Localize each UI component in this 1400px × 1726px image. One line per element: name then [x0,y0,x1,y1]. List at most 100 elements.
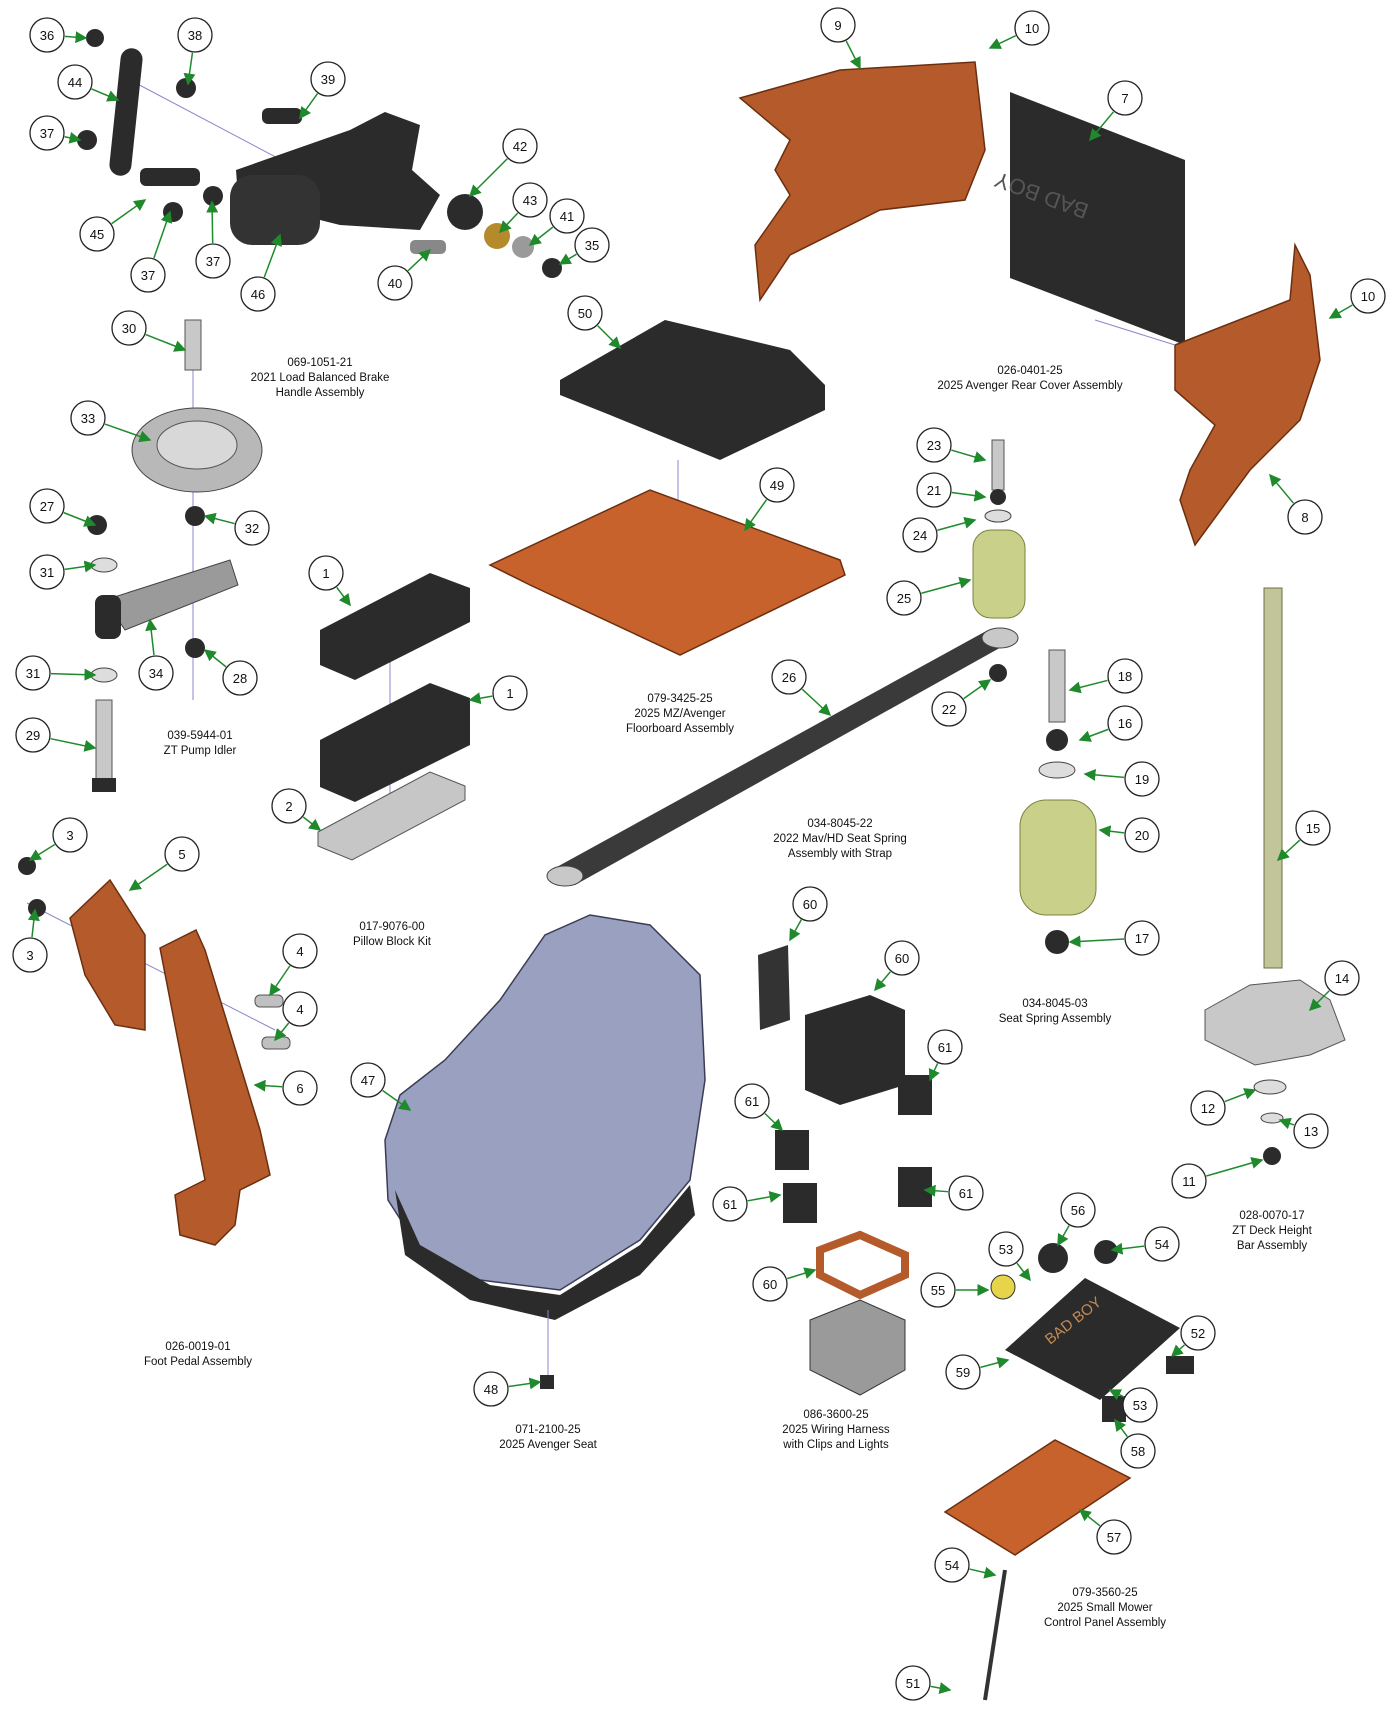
callout-number: 37 [206,254,220,269]
callout-bubble: 31 [29,554,97,590]
callout-bubble: 61 [712,1186,782,1222]
callout-leader [1206,1157,1264,1177]
callout-leader [302,816,322,831]
callout-leader [1068,935,1125,948]
callout-bubble: 13 [1278,1113,1329,1149]
callout-circle [29,488,65,524]
callout-number: 31 [40,565,54,580]
callout-leader [1224,1088,1257,1103]
callout-leader [1170,1344,1186,1357]
callout-circle [759,467,795,503]
callout-circle [1124,761,1160,797]
callout-circle [1107,658,1143,694]
callout-circle [934,1547,970,1583]
callout-bubble: 22 [931,679,992,727]
callout-circle [792,886,828,922]
callout-number: 54 [945,1558,959,1573]
seat-spring-strap-assembly [546,439,1097,954]
callout-number: 31 [26,666,40,681]
callout-leader [921,576,972,594]
callout-bubble: 20 [1098,817,1160,853]
callout-circle [948,1175,984,1211]
callout-leader [923,1184,949,1197]
callout-circle [549,198,585,234]
callout-bubble: 34 [138,618,174,691]
callout-number: 37 [141,268,155,283]
callout-leader [1078,728,1109,742]
callout-circle [931,691,967,727]
callout-number: 6 [296,1081,303,1096]
callout-leader [50,737,97,752]
callout-bubble: 29 [15,717,97,753]
callout-number: 27 [40,499,54,514]
callout-circle [502,128,538,164]
callout-bubble: 7 [1089,80,1143,142]
callout-leader [64,31,88,44]
callout-circle [1295,810,1331,846]
callout-leader [91,88,120,102]
callout-bubble: 61 [734,1083,784,1132]
callout-circle [350,1062,386,1098]
callout-bubble: 53 [1108,1387,1158,1423]
callout-number: 33 [81,411,95,426]
callout-leader [963,679,992,700]
callout-bubble: 2 [271,788,322,831]
callout-circle [1293,1113,1329,1149]
callout-number: 59 [956,1365,970,1380]
callout-bubble: 39 [299,61,346,120]
callout-circle [12,937,48,973]
callout-circle [240,276,276,312]
callout-leader [874,971,891,992]
callout-circle [29,115,65,151]
callout-leader [969,1566,997,1579]
callout-number: 35 [585,238,599,253]
callout-leader [1098,825,1125,838]
callout-circle [574,227,610,263]
callout-leader [937,516,977,531]
callout-number: 38 [188,28,202,43]
callout-number: 44 [68,75,82,90]
callout-leader [928,1063,940,1082]
callout-bubble: 47 [350,1062,412,1111]
callout-bubble: 43 [498,182,548,234]
callout-bubble: 61 [923,1175,984,1211]
callout-circle [282,991,318,1027]
callout-circle [1190,1090,1226,1126]
callout-bubble: 50 [567,295,622,350]
callout-circle [70,400,106,436]
callout-number: 22 [942,702,956,717]
callout-leader [498,212,519,234]
callout-bubble: 1 [308,555,351,607]
callout-number: 61 [723,1197,737,1212]
callout-number: 8 [1301,510,1308,525]
callout-leader [63,511,97,527]
control-panel-assembly: BAD BOY [943,1240,1194,1701]
callout-bubble: 54 [1110,1226,1180,1262]
callout-bubble: 44 [57,64,120,102]
callout-number: 53 [999,1242,1013,1257]
callout-circle [15,717,51,753]
callout-number: 28 [233,671,247,686]
callout-bubble: 42 [468,128,538,198]
callout-circle [195,243,231,279]
callout-leader [747,1190,782,1203]
callout-number: 2 [285,799,292,814]
callout-bubble: 27 [29,488,97,527]
callout-leader [253,1079,283,1092]
callout-bubble: 57 [1078,1509,1132,1555]
callout-number: 49 [770,478,784,493]
callout-circle [52,817,88,853]
callout-circle [138,655,174,691]
callout-bubble: 23 [916,427,987,463]
callout-circle [310,61,346,97]
foot-pedal-assembly [18,857,291,1246]
callout-number: 20 [1135,828,1149,843]
callout-leader [1108,1389,1125,1401]
pillow-block-kit [317,573,470,861]
callout-bubble: 37 [29,115,82,151]
